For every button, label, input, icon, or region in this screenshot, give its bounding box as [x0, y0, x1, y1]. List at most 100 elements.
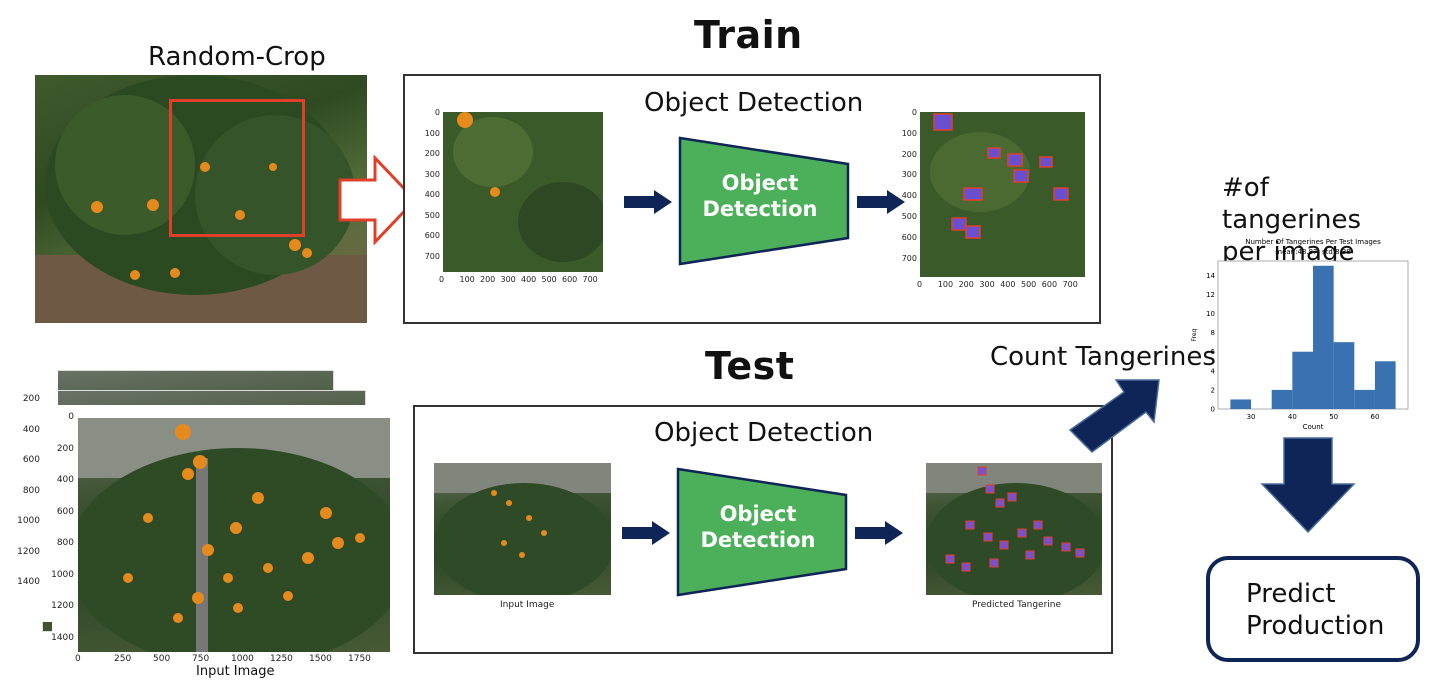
x-tick-label: 1000 — [231, 654, 254, 664]
tangerine-histogram: Number Of Tangerines Per Test Images mean… — [1191, 238, 1409, 431]
y-tick-label: 600 — [901, 232, 917, 242]
y-tick-label: 400 — [424, 190, 440, 199]
test-detector-label: Object Detection — [700, 502, 816, 552]
y-tick-label: 100 — [901, 128, 917, 138]
hist-bar — [1313, 265, 1334, 409]
test-panel-label: Object Detection — [654, 418, 874, 448]
hist-title: Number Of Tangerines Per Test Images — [1245, 238, 1381, 246]
train-right-x-ticks: 0 100 200 300 400 500 600 700 — [915, 280, 1095, 294]
train-detection-image — [920, 112, 1085, 277]
y-tick-label: 400 — [22, 424, 40, 435]
hist-bar — [1230, 399, 1252, 409]
x-tick-label: 700 — [582, 275, 598, 284]
x-tick-label: 500 — [541, 275, 557, 284]
test-input-caption: Input Image — [500, 600, 555, 610]
orchard-source-image — [35, 75, 367, 323]
train-title: Train — [694, 13, 803, 57]
y-tick-label: 600 — [56, 506, 74, 517]
hist-x-tick: 50 — [1329, 413, 1338, 421]
x-tick-label: 300 — [979, 280, 995, 289]
hist-subtitle: mean:48.87, std:8.38 — [1275, 248, 1350, 256]
y-tick-label: 700 — [424, 251, 440, 261]
x-tick-label: 750 — [192, 654, 210, 664]
train-arrow-out-icon — [857, 190, 905, 214]
predict-production-box: Predict Production — [1206, 556, 1420, 662]
x-tick-label: 400 — [1000, 280, 1016, 289]
y-tick-label: 1200 — [17, 546, 40, 557]
test-arrow-out-icon — [855, 521, 903, 545]
y-tick-label: 500 — [424, 210, 440, 220]
predict-production-label: Predict Production — [1246, 579, 1385, 641]
test-title: Test — [705, 344, 795, 388]
input-front-art — [78, 418, 390, 652]
y-tick-label: 600 — [22, 455, 40, 465]
y-tick-label: 1000 — [17, 516, 40, 526]
x-tick-label: 600 — [562, 275, 578, 284]
test-input-art — [434, 463, 614, 603]
train-crop-art — [443, 112, 608, 272]
y-tick-label: 200 — [901, 149, 917, 159]
x-tick-label: 250 — [114, 654, 132, 664]
x-tick-label: 600 — [1041, 280, 1058, 289]
hist-x-tick: 40 — [1288, 413, 1297, 421]
crop-arrow-icon — [338, 155, 418, 245]
count-arrow-icon — [1068, 379, 1160, 453]
x-tick-label: 0 — [917, 280, 923, 289]
random-crop-label: Random-Crop — [148, 42, 326, 72]
x-tick-label: 100 — [937, 280, 954, 289]
input-front-caption: Input Image — [196, 664, 275, 679]
hist-x-tick: 30 — [1247, 413, 1256, 421]
x-tick-label: 1250 — [270, 654, 293, 664]
x-tick-label: 0 — [75, 654, 81, 664]
y-tick-label: 300 — [424, 169, 440, 179]
orchard-source-art — [35, 75, 367, 323]
y-tick-label: 100 — [424, 128, 440, 138]
hist-y-tick: 0 — [1211, 406, 1215, 414]
hist-bar — [1292, 351, 1313, 409]
hist-y-tick: 8 — [1211, 329, 1215, 337]
x-tick-label: 300 — [500, 275, 516, 284]
test-output-image — [926, 463, 1106, 603]
hist-y-tick: 14 — [1206, 272, 1215, 280]
x-tick-label: 500 — [153, 654, 171, 664]
y-tick-label: 1400 — [51, 632, 74, 643]
y-tick-label: 400 — [901, 191, 917, 201]
y-tick-label: 800 — [56, 538, 74, 548]
y-tick-label: 1200 — [51, 601, 74, 611]
x-tick-label: 700 — [1062, 280, 1078, 289]
train-detector-label: Object Detection — [702, 171, 818, 221]
test-detector-shape — [676, 467, 848, 597]
hist-bar — [1374, 361, 1396, 409]
crop-rectangle — [169, 99, 305, 237]
hist-y-tick: 4 — [1211, 367, 1216, 375]
hist-bar — [1271, 389, 1293, 409]
train-crop-image — [443, 112, 608, 272]
test-output-art — [926, 463, 1106, 603]
x-tick-label: 1500 — [309, 654, 332, 664]
x-tick-label: 100 — [459, 275, 475, 284]
hist-y-tick: 2 — [1211, 386, 1215, 394]
hist-y-tick: 12 — [1206, 291, 1215, 299]
y-tick-label: 600 — [424, 231, 440, 240]
hist-y-tick: 10 — [1206, 310, 1215, 318]
x-tick-label: 500 — [1021, 280, 1037, 289]
hist-x-tick: 60 — [1370, 413, 1379, 421]
count-tangerines-label: Count Tangerines — [990, 342, 1216, 372]
test-output-caption: Predicted Tangerine — [972, 600, 1062, 610]
y-tick-label: 300 — [901, 170, 917, 180]
y-tick-label: 200 — [56, 443, 74, 454]
y-tick-label: 500 — [901, 212, 917, 221]
input-image-front — [78, 418, 390, 652]
x-tick-label: 200 — [958, 280, 974, 289]
hist-bar — [1333, 342, 1355, 409]
train-arrow-in-icon — [624, 190, 672, 214]
x-tick-label: 400 — [521, 275, 537, 284]
test-arrow-in-icon — [622, 521, 670, 545]
hist-y-tick: 6 — [1211, 348, 1216, 356]
y-tick-label: 400 — [56, 475, 74, 485]
x-tick-label: 200 — [480, 275, 496, 284]
train-detection-art — [920, 112, 1085, 277]
